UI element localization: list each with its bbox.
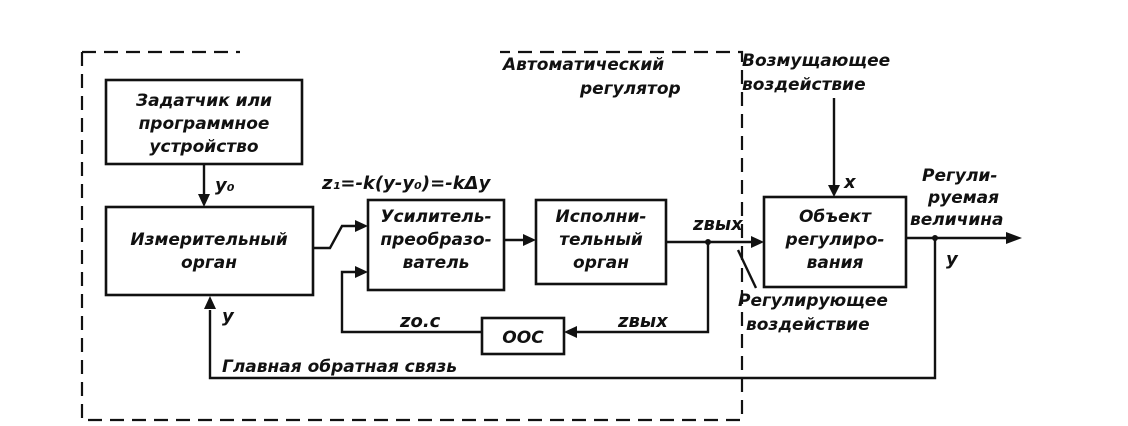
regulator-label-line1: Автоматический — [501, 55, 664, 75]
disturbance-input-arrowhead — [828, 185, 840, 197]
z-out-feedback-label: zвых — [617, 311, 669, 332]
object-line2: регулиро- — [785, 230, 885, 250]
disturbance-label-line2: воздействие — [742, 75, 866, 95]
measuring-organ-block — [104, 205, 315, 297]
output-label-line2: руемая — [927, 188, 999, 208]
actuator-to-object-arrowhead — [751, 236, 764, 248]
amplifier-to-actuator-arrowhead — [523, 234, 536, 246]
control-action-label-line1: Регулирующее — [738, 291, 888, 311]
setpoint-block-line3: устройство — [149, 137, 258, 157]
setpoint-block-line2: программное — [139, 114, 270, 134]
control-action-label-line2: воздействие — [746, 315, 870, 335]
output-arrowhead — [1006, 232, 1022, 244]
z1-arrowhead — [355, 220, 368, 232]
z1-signal-line — [313, 224, 355, 250]
local-feedback-line-return — [340, 270, 482, 334]
local-feedback-arrowhead — [355, 266, 368, 278]
amplifier-line1: Усилитель- — [380, 207, 491, 227]
disturbance-label-line1: Возмущающее — [742, 51, 890, 71]
amplifier-converter-block — [366, 198, 506, 292]
control-object-block — [762, 195, 908, 289]
object-line3: вания — [807, 253, 864, 273]
setpoint-block-line1: Задатчик или — [135, 91, 272, 111]
regulator-boundary — [80, 50, 744, 422]
z-oc-label: zо.с — [399, 311, 441, 332]
measuring-organ-line1: Измерительный — [130, 230, 287, 250]
amplifier-line3: ватель — [403, 253, 470, 273]
actuator-line3: орган — [573, 253, 629, 273]
output-label-line1: Регули- — [922, 166, 997, 186]
oos-block — [480, 316, 566, 356]
actuator-line2: тельный — [559, 230, 643, 250]
y-output-label: y — [946, 249, 959, 270]
oos-input-arrowhead — [564, 326, 577, 338]
main-feedback-label: Главная обратная связь — [222, 357, 457, 377]
y-feedback-label: y — [222, 306, 235, 327]
amplifier-line2: преобразо- — [380, 230, 491, 250]
local-feedback-line-out — [576, 242, 710, 334]
measuring-organ-line2: орган — [181, 253, 237, 273]
main-feedback-line — [208, 238, 937, 380]
actuator-line1: Исполни- — [556, 207, 647, 227]
main-feedback-arrowhead — [204, 296, 216, 309]
z-out-label: zвых — [692, 214, 744, 235]
z1-formula-label: z₁=-k(y-y₀)=-kΔy — [321, 173, 492, 194]
setpoint-to-measuring-arrowhead — [198, 194, 210, 207]
x-signal-label: x — [843, 172, 857, 193]
oos-block-label: ООС — [502, 328, 544, 348]
regulator-label-line2: регулятор — [579, 79, 681, 99]
control-action-leader — [736, 249, 758, 289]
y0-signal-label: y₀ — [215, 175, 235, 196]
object-line1: Объект — [799, 207, 872, 227]
output-label-line3: величина — [910, 210, 1003, 230]
